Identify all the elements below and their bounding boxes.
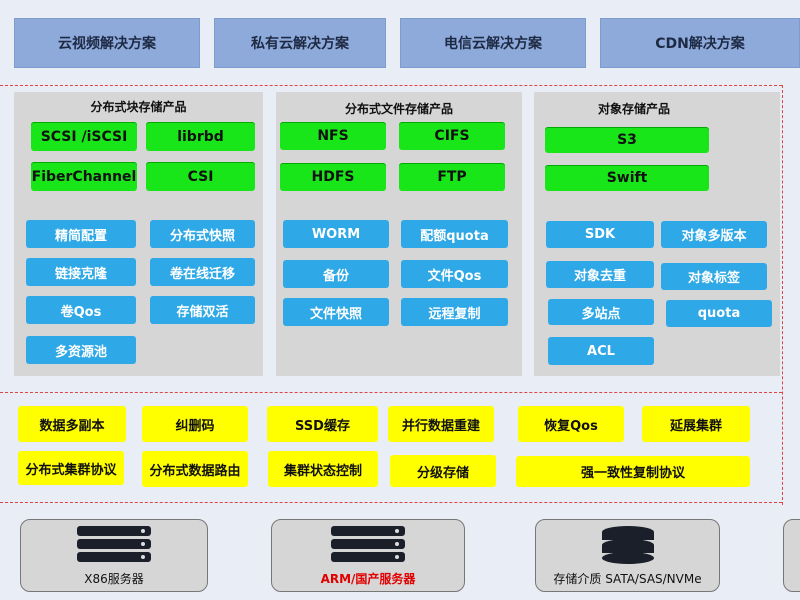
server-icon xyxy=(331,526,405,565)
feature-box: WORM xyxy=(283,220,389,248)
protocol-box: FTP xyxy=(399,163,505,191)
hardware-partial xyxy=(783,519,800,592)
core-feature-box: 恢复Qos xyxy=(518,406,624,442)
feature-box: 配额quota xyxy=(401,220,508,248)
core-feature-box: 集群状态控制 xyxy=(268,451,378,487)
server-icon xyxy=(77,526,151,565)
hardware-label: ARM/国产服务器 xyxy=(320,572,416,586)
feature-box: 分布式快照 xyxy=(150,220,255,248)
core-feature-box: 分布式数据路由 xyxy=(142,451,248,487)
hardware-label: 存储介质 SATA/SAS/NVMe xyxy=(553,572,702,586)
divider-line xyxy=(0,85,782,86)
feature-box: 远程复制 xyxy=(401,298,508,326)
protocol-box: SCSI /iSCSI xyxy=(31,122,137,151)
core-feature-box: 纠删码 xyxy=(142,406,248,442)
core-feature-box: SSD缓存 xyxy=(267,406,378,442)
feature-box: 链接克隆 xyxy=(26,258,136,286)
divider-line xyxy=(0,502,782,503)
feature-box: SDK xyxy=(546,221,654,248)
protocol-box: S3 xyxy=(545,127,709,153)
feature-box: 对象去重 xyxy=(546,261,654,288)
feature-box: 存储双活 xyxy=(150,296,255,324)
hardware-storage-media: 存储介质 SATA/SAS/NVMe xyxy=(535,519,720,592)
protocol-box: HDFS xyxy=(280,163,386,191)
feature-box: 对象标签 xyxy=(661,263,767,290)
feature-box: 多站点 xyxy=(548,299,654,325)
feature-box: 备份 xyxy=(283,260,389,288)
hardware-x86: X86服务器 xyxy=(20,519,208,592)
tab-cdn[interactable]: CDN解决方案 xyxy=(600,18,800,68)
protocol-box: CIFS xyxy=(399,122,505,150)
panel-title: 分布式块存储产品 xyxy=(90,100,187,114)
divider-line xyxy=(0,392,782,393)
hardware-label: X86服务器 xyxy=(84,572,144,586)
protocol-box: FiberChannel xyxy=(31,162,137,191)
hardware-arm: ARM/国产服务器 xyxy=(271,519,465,592)
protocol-box: Swift xyxy=(545,165,709,191)
feature-box: 卷Qos xyxy=(26,296,136,324)
core-feature-box: 强一致性复制协议 xyxy=(516,456,750,487)
core-feature-box: 分布式集群协议 xyxy=(18,451,124,485)
protocol-box: librbd xyxy=(146,122,255,151)
core-feature-box: 数据多副本 xyxy=(18,406,126,442)
panel-title: 分布式文件存储产品 xyxy=(344,102,453,116)
tab-private-cloud[interactable]: 私有云解决方案 xyxy=(214,18,386,68)
feature-box: quota xyxy=(666,300,772,327)
tab-video-cloud[interactable]: 云视频解决方案 xyxy=(14,18,200,68)
protocol-box: NFS xyxy=(280,122,386,150)
core-feature-box: 分级存储 xyxy=(390,455,496,487)
core-feature-box: 延展集群 xyxy=(642,406,750,442)
protocol-box: CSI xyxy=(146,162,255,191)
feature-box: 精简配置 xyxy=(26,220,136,248)
tab-telecom-cloud[interactable]: 电信云解决方案 xyxy=(400,18,586,68)
core-feature-box: 并行数据重建 xyxy=(388,406,494,442)
panel-title: 对象存储产品 xyxy=(597,102,670,116)
feature-box: 对象多版本 xyxy=(661,221,767,248)
feature-box: 卷在线迁移 xyxy=(150,258,255,286)
divider-line xyxy=(782,85,783,505)
feature-box: 文件Qos xyxy=(401,260,508,288)
feature-box: ACL xyxy=(548,337,654,365)
feature-box: 文件快照 xyxy=(283,298,389,326)
disk-stack-icon xyxy=(601,526,654,564)
feature-box: 多资源池 xyxy=(26,336,136,364)
